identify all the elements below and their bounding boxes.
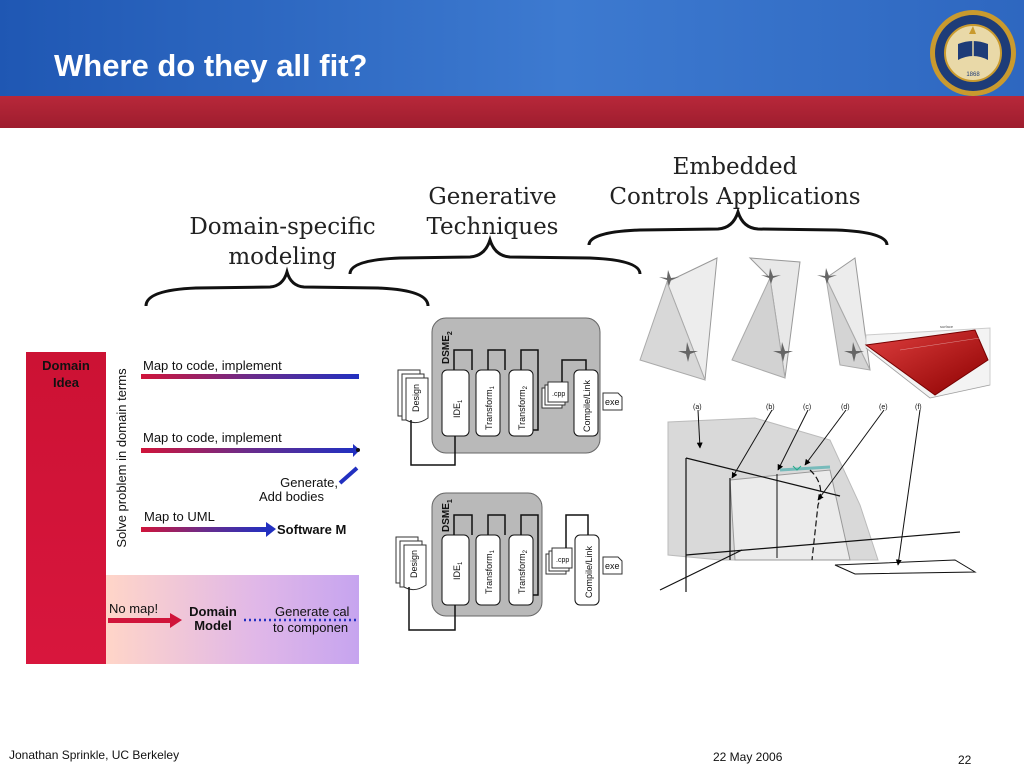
dsme1-toolchain: DSME1 Design IDE1 Transform1 Transform2 … (395, 492, 623, 631)
dsme1-ide: IDE1 (452, 561, 464, 580)
dsme2-compile: Compile/Link (582, 379, 592, 432)
brace-embedded (587, 206, 889, 246)
domain-specific-modeling-label: Domain-specific modeling (170, 212, 395, 272)
title-bar (0, 0, 1024, 96)
dsme1-cpp: .cpp (556, 557, 569, 564)
figure-label-b: (b) (766, 404, 775, 411)
svg-text:surface: surface (940, 324, 954, 329)
generate-calls-line1: Generate cal (275, 604, 350, 619)
uc-seal-logo: 1868 (930, 10, 1016, 96)
left-process-diagram: Domain Idea Solve problem in domain term… (26, 352, 360, 664)
slide-title: Where do they all fit? (54, 48, 368, 83)
row2-label: Map to code, implement (143, 430, 282, 445)
software-model-label: Software M (277, 522, 346, 537)
dsme2-ide: IDE1 (452, 399, 464, 418)
embedded-controls-label: Embedded Controls Applications (590, 152, 880, 212)
dsme1-exe: exe (605, 561, 620, 571)
dsme2-toolchain: DSME2 Design IDE1 Transform1 Transform2 … (397, 317, 623, 466)
generative-techniques-label: Generative Techniques (405, 182, 580, 242)
embedded-line1: Embedded (672, 154, 798, 180)
surface-plot: surface (864, 324, 991, 399)
dsme2-transform2: Transform2 (517, 385, 529, 430)
title-underline-band (0, 96, 1024, 128)
figure-label-c: (c) (803, 404, 811, 411)
figure-label-a: (a) (693, 404, 702, 411)
dsme1-transform2: Transform2 (517, 549, 529, 594)
domain-model-line2: Model (194, 618, 232, 633)
brace-generative (348, 234, 642, 275)
domain-idea-line2: Idea (53, 375, 80, 390)
svg-text:1868: 1868 (966, 72, 980, 78)
perspective-flight-figure: (a) (b) (c) (d) (e) (f) (659, 404, 977, 592)
brace-domain-specific (144, 266, 430, 307)
figure-label-e: (e) (879, 404, 888, 411)
dsme1-compile: Compile/Link (584, 545, 594, 598)
footer-author: Jonathan Sprinkle, UC Berkeley (9, 748, 180, 762)
generative-line1: Generative (428, 184, 557, 210)
generative-line2: Techniques (426, 214, 559, 240)
dsme2-title: DSME2 (441, 331, 454, 364)
dsme2-transform1: Transform1 (484, 385, 496, 430)
embedded-line2: Controls Applications (609, 184, 861, 210)
domain-specific-line1: Domain-specific (189, 214, 376, 240)
domain-model-line1: Domain (189, 604, 237, 619)
dsme1-design: Design (409, 550, 419, 578)
dsme2-design: Design (411, 384, 421, 412)
row4-label: Map to UML (144, 509, 215, 524)
row3-add-bodies: Add bodies (259, 489, 325, 504)
domain-specific-line2: modeling (228, 244, 337, 270)
footer-date: 22 May 2006 (713, 750, 783, 764)
figure-label-d: (d) (841, 404, 850, 411)
domain-idea-line1: Domain (42, 358, 90, 373)
row3-generate: Generate, (280, 475, 338, 490)
aircraft-sensor-cones (639, 257, 871, 381)
vertical-solve-label: Solve problem in domain terms (114, 368, 129, 548)
dsme2-cpp: .cpp (552, 391, 565, 398)
figure-label-f: (f) (915, 404, 922, 411)
row1-label: Map to code, implement (143, 358, 282, 373)
dsme1-title: DSME1 (441, 499, 454, 532)
generate-calls-line2: to componen (273, 620, 348, 635)
dsme1-transform1: Transform1 (484, 549, 496, 594)
dsme2-exe: exe (605, 397, 620, 407)
no-map-label: No map! (109, 601, 158, 616)
page-number: 22 (958, 753, 972, 767)
